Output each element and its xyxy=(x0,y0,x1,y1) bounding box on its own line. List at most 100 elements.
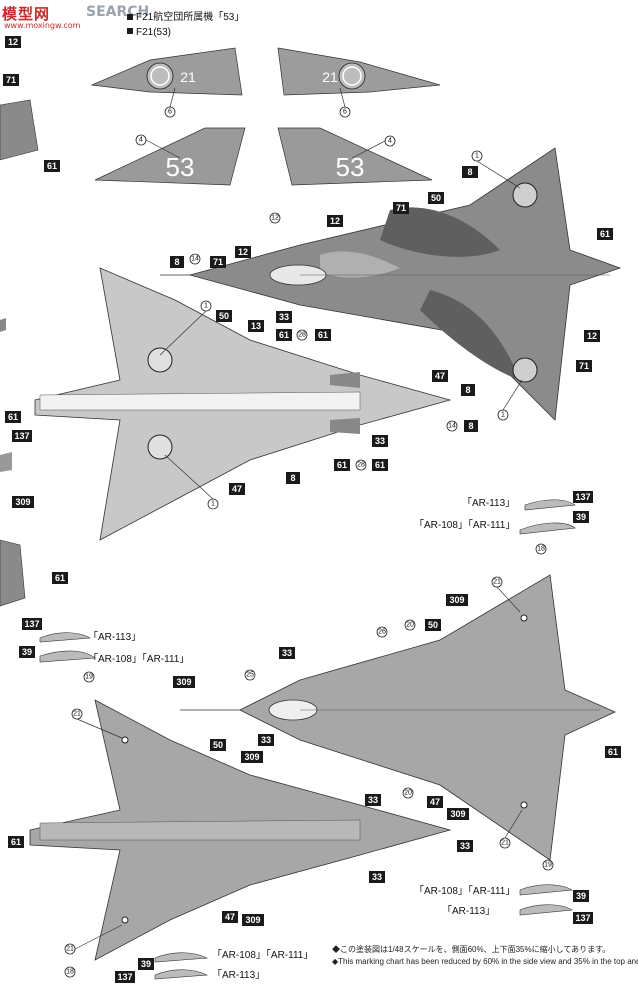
callout-box-309b: 309 xyxy=(446,594,468,606)
tail-code-left: 21 xyxy=(180,69,196,85)
header-bullet xyxy=(127,14,133,20)
svg-text:14: 14 xyxy=(448,423,456,430)
callout-box-47a: 47 xyxy=(432,370,448,382)
callout-box-61h: 61 xyxy=(52,572,68,584)
callout-box-50b: 50 xyxy=(216,310,232,322)
svg-text:61: 61 xyxy=(318,330,328,340)
note-english-1: ◆This marking chart has been reduced by … xyxy=(332,957,638,966)
svg-text:20: 20 xyxy=(406,622,414,629)
tail-fin-right: 21 xyxy=(277,47,441,96)
svg-text:1: 1 xyxy=(501,412,505,419)
callout-box-61f: 61 xyxy=(334,459,350,471)
svg-text:1: 1 xyxy=(211,501,215,508)
callout-box-33g: 33 xyxy=(369,871,385,883)
svg-text:6: 6 xyxy=(168,109,172,116)
tank-label-ar108-upper: 「AR-108」「AR-111」 xyxy=(414,519,515,531)
callout-circle-26: 26 xyxy=(376,626,388,638)
callout-circle-21d: 21 xyxy=(64,943,76,955)
callout-circle-20a: 20 xyxy=(404,619,416,631)
svg-text:50: 50 xyxy=(219,311,229,321)
svg-text:137: 137 xyxy=(575,492,590,502)
callout-circle-4b: 4 xyxy=(384,135,396,147)
callout-circle-18a: 18 xyxy=(535,543,547,555)
callout-box-47b: 47 xyxy=(229,483,245,495)
watermark-url: www.moxingw.com xyxy=(4,21,81,30)
callout-circle-12: 12 xyxy=(269,212,281,224)
svg-text:39: 39 xyxy=(22,647,32,657)
callout-box-8a: 8 xyxy=(462,166,478,178)
svg-text:33: 33 xyxy=(279,312,289,322)
svg-text:8: 8 xyxy=(290,473,295,483)
bottom-view-aircraft-2 xyxy=(29,699,452,961)
svg-text:8: 8 xyxy=(468,421,473,431)
callout-box-137e: 137 xyxy=(115,971,135,983)
svg-text:309: 309 xyxy=(176,677,191,687)
callout-box-309c: 309 xyxy=(173,676,195,688)
svg-text:137: 137 xyxy=(575,913,590,923)
callout-box-309d: 309 xyxy=(241,751,263,763)
callout-circle-28a: 28 xyxy=(296,329,308,341)
callout-circles: 6 6 4 4 1 12 14 1 28 1 14 28 1 18 21 20 … xyxy=(64,106,554,978)
tanks-lower-left: 「AR-108」「AR-111」 「AR-113」 xyxy=(154,949,313,981)
tank-label-ar113-lower: 「AR-113」 xyxy=(442,905,495,917)
tank-label-ar108-mid: 「AR-108」「AR-111」 xyxy=(88,653,189,665)
rudder-code-left: 53 xyxy=(166,152,195,182)
svg-text:71: 71 xyxy=(396,203,406,213)
svg-text:61: 61 xyxy=(55,573,65,583)
svg-text:12: 12 xyxy=(271,215,279,222)
callout-circle-21c: 21 xyxy=(499,837,511,849)
callout-box-309f: 309 xyxy=(242,914,264,926)
callout-box-71a: 71 xyxy=(3,74,19,86)
callout-box-61d: 61 xyxy=(315,329,331,341)
svg-text:309: 309 xyxy=(244,752,259,762)
top-view-aircraft-2 xyxy=(180,574,616,861)
svg-text:18: 18 xyxy=(537,546,545,553)
header-title: F21航空団所属機「53」 xyxy=(136,10,244,23)
callout-box-39d: 39 xyxy=(138,958,154,970)
svg-text:71: 71 xyxy=(579,361,589,371)
svg-text:20: 20 xyxy=(404,790,412,797)
callout-box-47d: 47 xyxy=(222,911,238,923)
callout-circle-20b: 20 xyxy=(402,787,414,799)
svg-text:18: 18 xyxy=(66,969,74,976)
callout-circle-25: 25 xyxy=(244,669,256,681)
svg-text:137: 137 xyxy=(14,431,29,441)
svg-text:71: 71 xyxy=(213,257,223,267)
svg-text:61: 61 xyxy=(375,460,385,470)
svg-text:21: 21 xyxy=(66,946,74,953)
callout-box-33d: 33 xyxy=(258,734,274,746)
svg-text:12: 12 xyxy=(238,247,248,257)
callout-box-33a: 33 xyxy=(276,311,292,323)
tank-label-ar113-upper: 「AR-113」 xyxy=(462,497,515,509)
note-japanese: ◆この塗装図は1/48スケールを、側面60%、上下面35%に縮小してあります。 xyxy=(332,944,610,954)
callout-box-8e: 8 xyxy=(286,472,300,484)
svg-text:26: 26 xyxy=(378,629,386,636)
svg-text:61: 61 xyxy=(279,330,289,340)
callout-box-137d: 137 xyxy=(573,912,593,924)
svg-text:47: 47 xyxy=(232,484,242,494)
callout-box-12c: 12 xyxy=(235,246,251,258)
svg-text:50: 50 xyxy=(428,620,438,630)
callout-circle-1d: 1 xyxy=(207,498,219,510)
callout-box-309a: 309 xyxy=(12,496,34,508)
svg-text:61: 61 xyxy=(608,747,618,757)
svg-text:33: 33 xyxy=(261,735,271,745)
top-view-aircraft xyxy=(160,147,622,421)
tail-code-right: 21 xyxy=(322,69,338,85)
svg-text:47: 47 xyxy=(435,371,445,381)
callout-box-39b: 39 xyxy=(19,646,35,658)
callout-box-33e: 33 xyxy=(365,794,381,806)
svg-text:19: 19 xyxy=(85,674,93,681)
svg-text:61: 61 xyxy=(47,161,57,171)
callout-box-33b: 33 xyxy=(372,435,388,447)
callout-box-50d: 50 xyxy=(210,739,226,751)
callout-box-61c: 61 xyxy=(276,329,292,341)
watermark-search: SEARCH xyxy=(86,4,150,20)
svg-text:47: 47 xyxy=(225,912,235,922)
svg-text:21: 21 xyxy=(493,579,501,586)
leader-lines xyxy=(74,87,523,950)
callout-box-12b: 12 xyxy=(327,215,343,227)
svg-text:61: 61 xyxy=(600,229,610,239)
callout-circle-21a: 21 xyxy=(491,576,503,588)
